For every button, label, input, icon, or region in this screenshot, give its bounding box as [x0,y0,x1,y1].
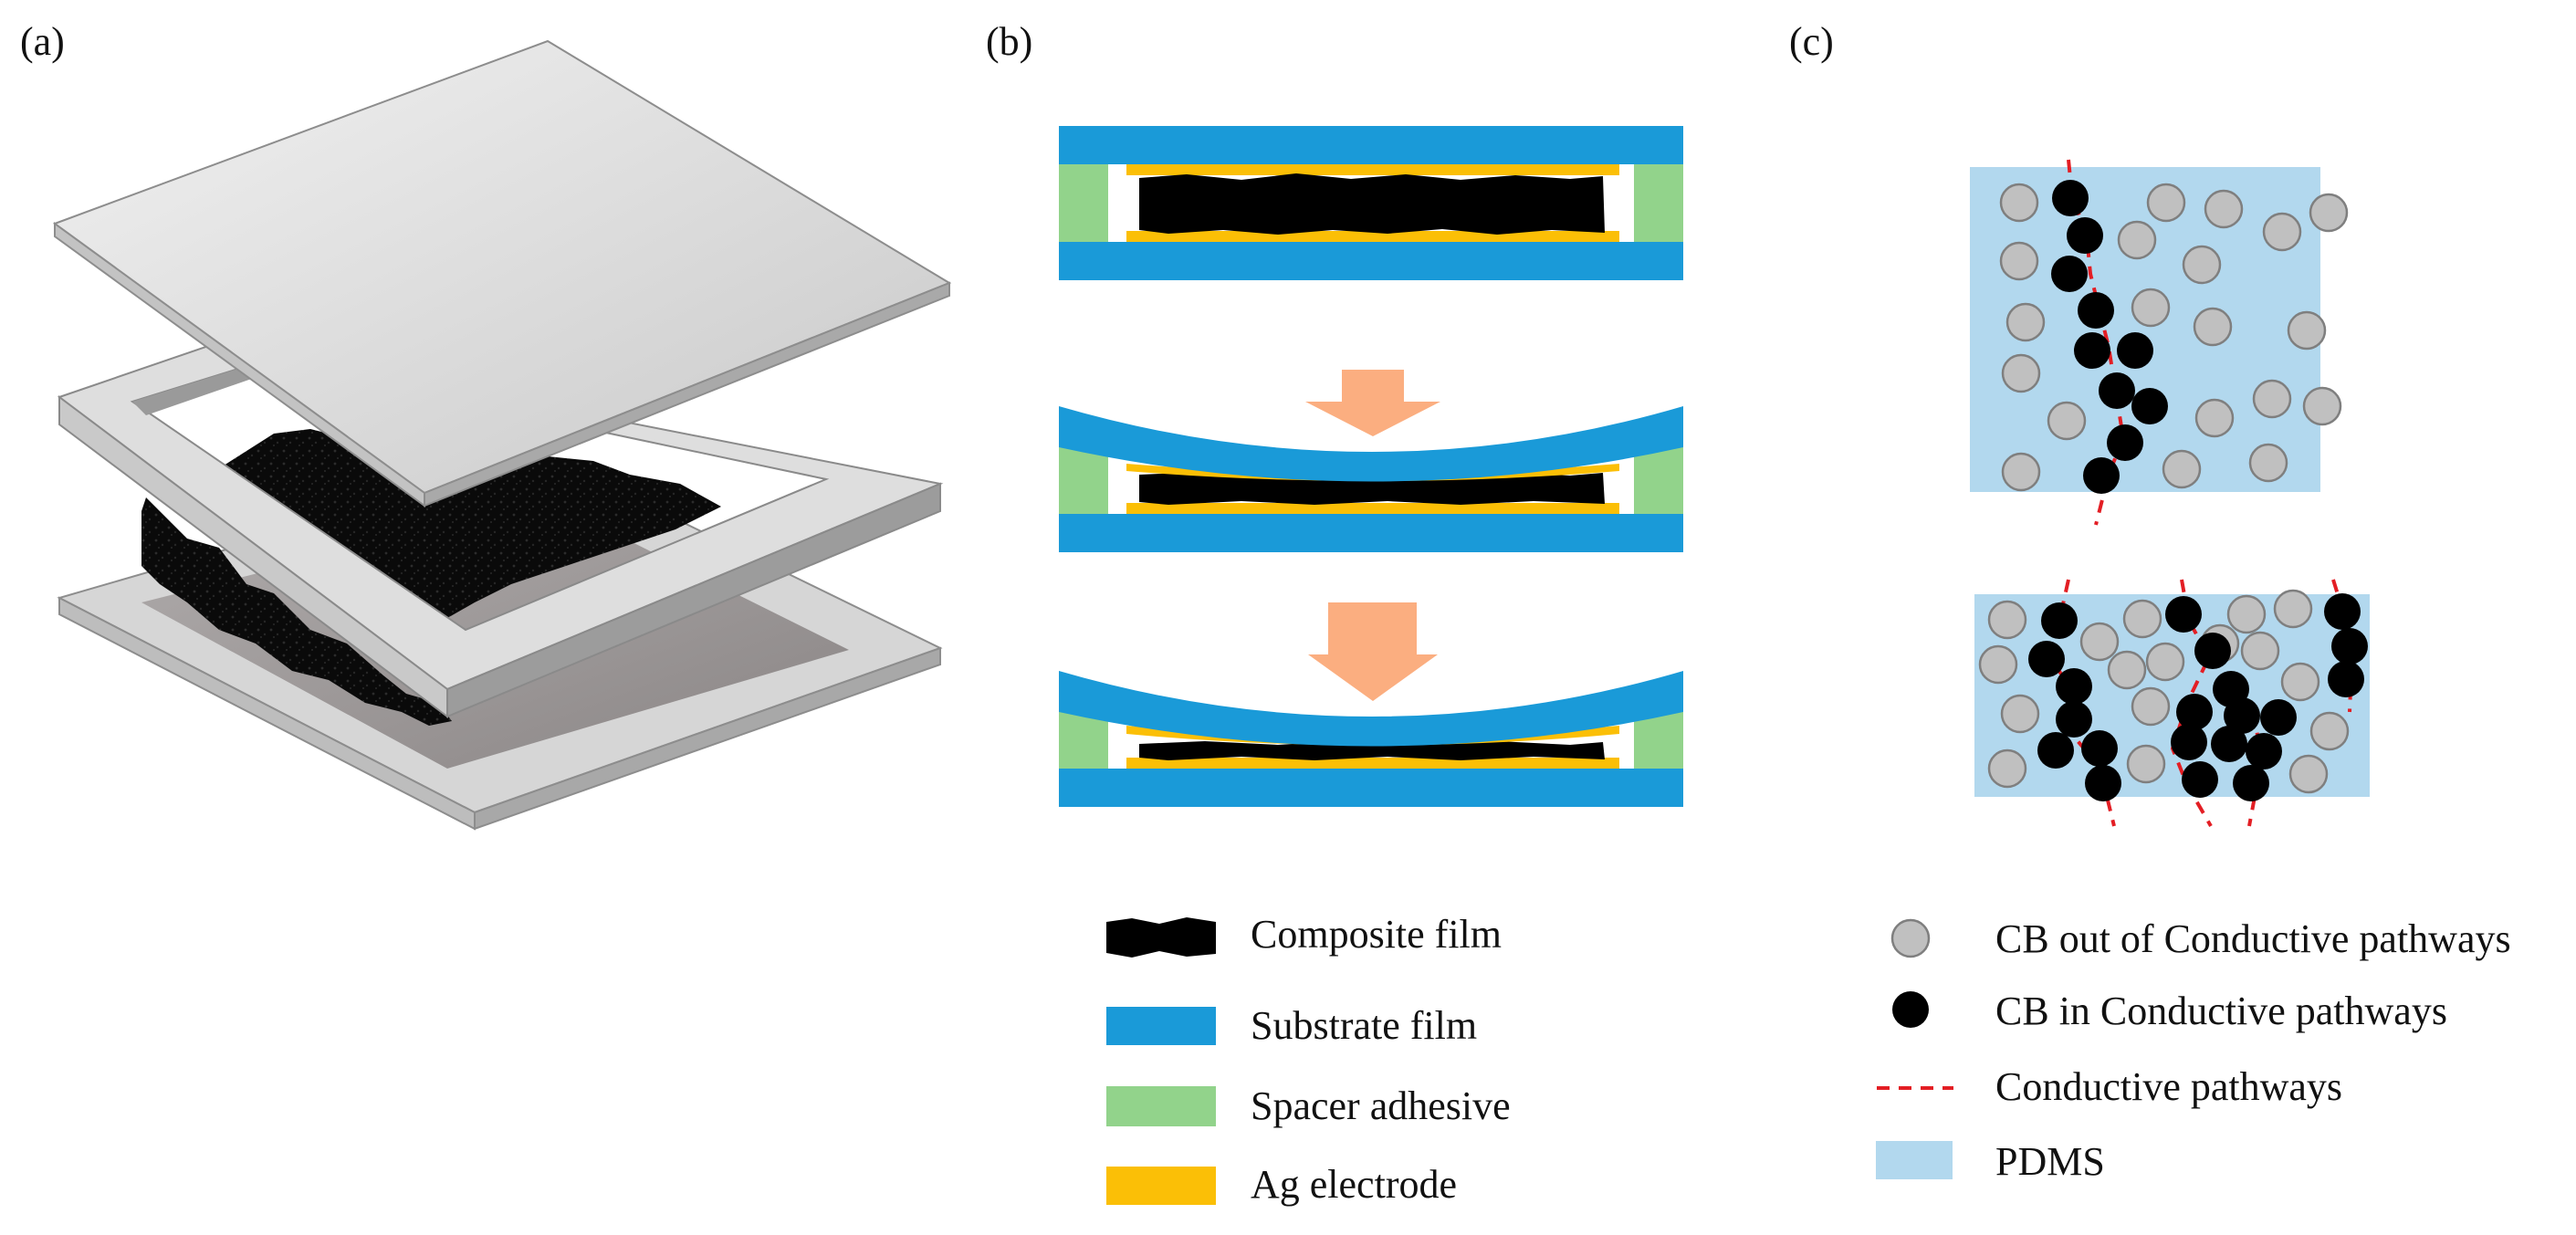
legend-b-swatches [1106,917,1216,1205]
cross-section-light-pressure [1059,406,1683,552]
legend-swatch-composite [1106,917,1216,958]
legend-swatch-substrate [1106,1007,1216,1045]
pressure-arrow-large [1308,602,1438,701]
cross-section-diagrams [1059,126,1683,807]
spacer-left [1059,164,1108,242]
legend-label-composite: Composite film [1251,912,1502,957]
legend-marker-pdms [1876,1141,1953,1179]
legend-label-cb-in: CB in Conductive pathways [1995,989,2447,1033]
exploded-device-view [52,39,952,831]
legend-marker-cb-out [1890,918,1931,958]
spacer-frame-3d [57,340,944,719]
cb-out-particles-top [1999,183,2349,492]
legend-label-pathway: Conductive pathways [1995,1064,2343,1109]
legend-label-substrate: Substrate film [1251,1003,1478,1048]
legend-swatch-electrode [1106,1167,1216,1205]
substrate-film-bottom [1059,242,1683,280]
cb-out-particles-bottom [1978,589,2350,794]
cross-section-unpressed [1059,126,1683,280]
composite-film [1139,173,1605,235]
panel-label-a: (a) [20,19,65,64]
legend-label-cb-out: CB out of Conductive pathways [1995,916,2511,961]
cb-in-particles-top [2051,180,2168,494]
panel-label-c: (c) [1789,19,1834,64]
cb-network-unpressed [1970,159,2349,526]
electrode-top [1126,164,1619,175]
cb-network-pressed [1974,579,2370,828]
legend-c-markers [1876,918,1953,1179]
legend-label-pdms: PDMS [1995,1139,2105,1184]
pressure-arrow-small [1305,370,1440,436]
cb-in-particles-bottom [2028,593,2368,801]
top-substrate-plate [52,39,952,508]
cross-section-heavy-pressure [1059,671,1683,807]
legend-marker-cb-in [1892,991,1929,1028]
legend-swatch-spacer [1106,1086,1216,1126]
substrate-film-top [1059,126,1683,164]
panel-label-b: (b) [986,19,1033,64]
spacer-right [1634,164,1683,242]
legend-label-spacer: Spacer adhesive [1251,1083,1511,1128]
legend-label-electrode: Ag electrode [1251,1162,1457,1207]
